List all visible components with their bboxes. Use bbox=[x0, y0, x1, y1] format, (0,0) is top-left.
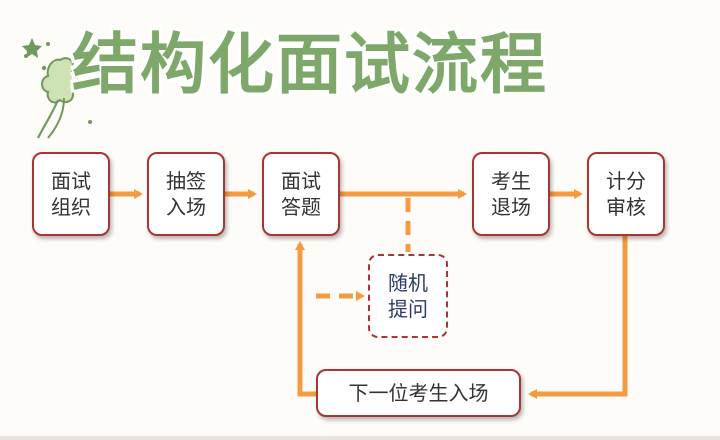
step-organize-label: 面试组织 bbox=[51, 169, 91, 219]
step-draw-lots: 抽签入场 bbox=[147, 152, 225, 236]
page-title: 结构化面试流程 bbox=[72, 26, 548, 103]
step-random-question: 随机提问 bbox=[368, 254, 448, 338]
step-exit-label: 考生退场 bbox=[491, 169, 531, 219]
arrow-scoring-to-next bbox=[528, 236, 628, 399]
step-random-question-label: 随机提问 bbox=[388, 271, 428, 321]
step-exit: 考生退场 bbox=[472, 152, 550, 236]
step-draw-lots-label: 抽签入场 bbox=[166, 169, 206, 219]
arrow-next-to-answer bbox=[295, 241, 316, 397]
step-next-candidate-label: 下一位考生入场 bbox=[348, 381, 489, 405]
step-next-candidate: 下一位考生入场 bbox=[316, 369, 521, 417]
step-scoring-label: 计分审核 bbox=[606, 169, 646, 219]
step-answer-label: 面试答题 bbox=[281, 169, 321, 219]
step-organize: 面试组织 bbox=[32, 152, 110, 236]
bottom-divider bbox=[0, 436, 720, 440]
star-doodle-icon bbox=[22, 38, 92, 139]
step-answer: 面试答题 bbox=[262, 152, 340, 236]
step-scoring: 计分审核 bbox=[587, 152, 665, 236]
